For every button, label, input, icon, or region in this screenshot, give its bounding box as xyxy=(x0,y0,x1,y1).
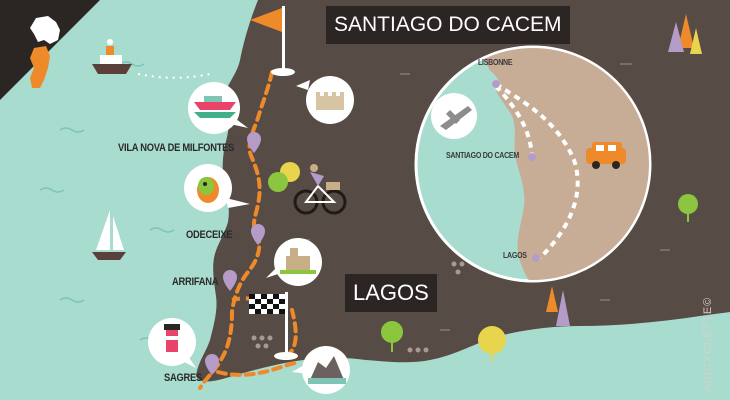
bird-icon xyxy=(184,164,250,212)
sea-waves xyxy=(39,61,175,343)
boat-icon xyxy=(188,82,248,134)
castle-icon xyxy=(296,76,354,124)
start-banner: SANTIAGO DO CACEM xyxy=(326,6,570,44)
label-vila-nova: VILA NOVA DE MILFONTES xyxy=(118,142,235,154)
flag-finish-icon xyxy=(249,292,298,360)
sea-corner xyxy=(690,330,730,400)
ship-route xyxy=(137,73,211,79)
rock-icon xyxy=(292,346,350,394)
cyclist-icon xyxy=(293,164,347,215)
pebbles xyxy=(251,261,465,353)
credit-text: ABICYCLETTE© xyxy=(702,296,714,392)
markers xyxy=(205,132,265,375)
ship-icon xyxy=(92,39,132,74)
label-sagres: SAGRES xyxy=(164,372,202,384)
inset-map xyxy=(414,45,652,283)
label-odeceixe: ODECEIXE xyxy=(186,229,233,241)
car-icon xyxy=(586,142,626,169)
portugal-map-icon xyxy=(30,16,60,88)
label-arrifana: ARRIFANA xyxy=(172,276,219,288)
ruins-icon xyxy=(266,238,322,286)
sailboat-icon xyxy=(92,210,126,260)
inset-label-santiago: SANTIAGO DO CACEM xyxy=(446,151,519,160)
inset-label-lisbonne: LISBONNE xyxy=(478,58,513,67)
inset-label-lagos: LAGOS xyxy=(503,251,527,260)
ground-texture xyxy=(300,63,670,331)
plane-icon xyxy=(431,93,477,139)
lighthouse-icon xyxy=(148,318,196,368)
destination-banner: LAGOS xyxy=(345,274,437,312)
flag-start-icon xyxy=(250,6,295,76)
corner-band xyxy=(0,0,100,100)
trees xyxy=(268,14,702,362)
